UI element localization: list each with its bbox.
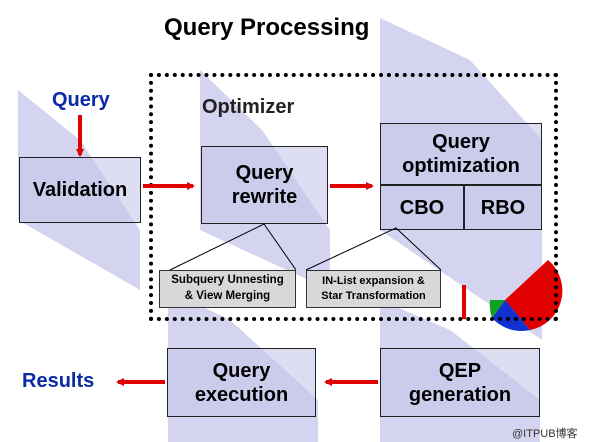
pie-slice-blue [492,300,530,331]
results-label: Results [22,370,95,392]
pie-graphic [505,260,563,330]
optimization-note: IN-List expansion & Star Transformation [306,270,441,308]
watermark: @ITPUB博客 [512,428,578,440]
rewrite-note-text: Subquery Unnesting & View Merging [171,274,284,302]
query-optimization-box: Query optimization [380,123,542,185]
cbo-label: CBO [399,196,445,219]
optimizer-label: Optimizer [202,96,295,118]
qep-generation-label: QEP generation [408,359,512,406]
query-rewrite-box: Query rewrite [201,146,328,224]
cbo-box: CBO [380,185,464,230]
optimizer-boundary [149,73,558,321]
pie-left-bar [462,285,466,319]
validation-label: Validation [32,179,128,201]
rewrite-note: Subquery Unnesting & View Merging [159,270,296,308]
diagram-title: Query Processing [164,14,370,41]
input-query-label: Query [52,89,110,111]
optimization-note-text: IN-List expansion & Star Transformation [321,275,426,302]
query-execution-label: Query execution [194,359,289,406]
query-optimization-label: Query optimization [402,131,520,177]
query-rewrite-label: Query rewrite [231,162,298,208]
rbo-box: RBO [464,185,542,230]
rbo-label: RBO [480,196,526,219]
pie-slice-green [489,300,505,318]
validation-box: Validation [19,157,141,223]
qep-generation-box: QEP generation [380,348,540,417]
query-execution-box: Query execution [167,348,316,417]
